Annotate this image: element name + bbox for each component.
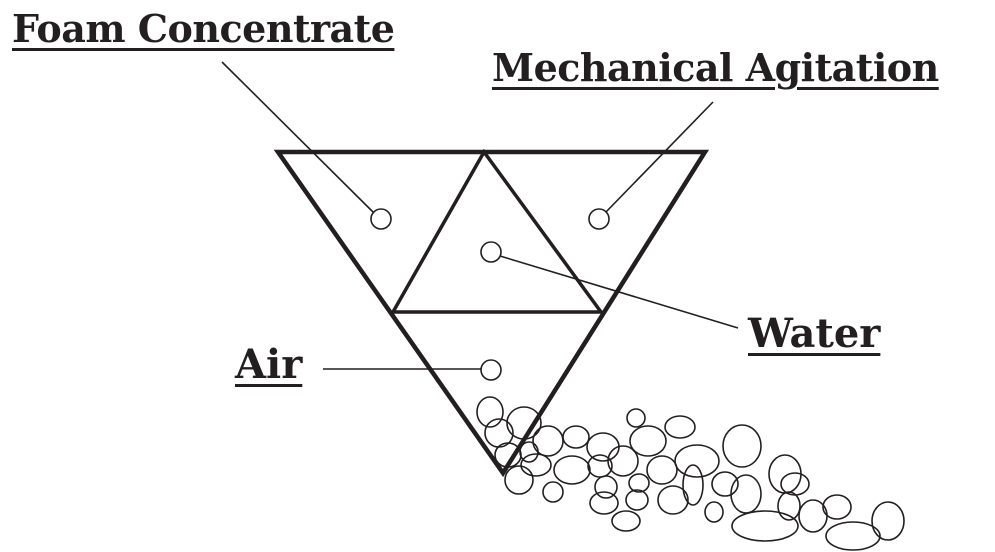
bubble — [532, 425, 564, 457]
outer-triangle — [273, 149, 710, 478]
bubble — [704, 501, 724, 523]
bubble — [780, 472, 810, 496]
bubble — [542, 481, 564, 503]
label-foam-concentrate: Foam Concentrate — [12, 6, 395, 51]
bubble — [626, 408, 646, 428]
bubble — [664, 415, 696, 439]
label-water: Water — [748, 310, 881, 357]
bubble — [611, 510, 641, 532]
bubble — [629, 425, 667, 457]
bubble — [594, 475, 618, 499]
inner-triangle-water — [389, 148, 605, 314]
bubble — [768, 454, 802, 494]
bubble — [506, 406, 542, 440]
bubble — [562, 425, 590, 449]
bubble — [520, 453, 552, 477]
leader-foam-concentrate — [221, 61, 374, 213]
bubble — [682, 464, 704, 506]
bubble — [822, 494, 852, 520]
bubble — [628, 473, 650, 493]
marker-water — [480, 241, 502, 263]
label-air: Air — [235, 341, 303, 388]
bubble — [625, 489, 649, 511]
marker-foam-concentrate — [370, 208, 392, 230]
bubble — [476, 396, 504, 428]
bubble — [504, 465, 534, 495]
bubble — [722, 424, 762, 468]
marker-air — [480, 359, 502, 381]
bubble — [674, 444, 720, 478]
foam-bubbles — [476, 396, 905, 551]
bubble — [586, 432, 620, 462]
bubble — [646, 455, 678, 485]
marker-mechanical-agitation — [588, 208, 610, 230]
bubble — [589, 491, 619, 515]
bubble — [711, 471, 739, 497]
bubble — [777, 491, 801, 521]
bubble — [731, 510, 799, 542]
bubble — [730, 474, 762, 514]
bubble — [871, 501, 905, 541]
bubble — [553, 455, 591, 485]
bubble — [825, 521, 881, 551]
label-mechanical-agitation: Mechanical Agitation — [492, 45, 939, 90]
leader-mechanical-agitation — [605, 101, 714, 213]
bubble — [607, 445, 639, 477]
leader-water — [499, 255, 739, 329]
bubble — [657, 485, 689, 515]
